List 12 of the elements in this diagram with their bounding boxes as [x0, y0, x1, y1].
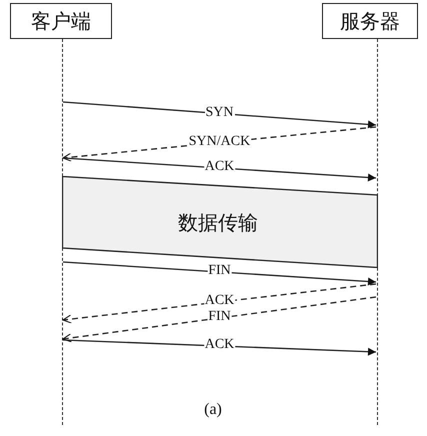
edge-label: SYN [204, 106, 234, 120]
message-arrow [62, 157, 376, 182]
caption: (a) [204, 401, 222, 419]
participant-box: 客户端 [10, 3, 112, 39]
message-arrow [62, 261, 376, 286]
message-arrow [62, 296, 376, 342]
band-label: 数据传输 [178, 212, 258, 236]
message-arrow [62, 339, 376, 356]
message-arrow [62, 101, 376, 128]
edge-label: SYN/ACK [188, 134, 252, 148]
message-arrow [62, 283, 376, 324]
participant-box: 服务器 [322, 3, 418, 39]
